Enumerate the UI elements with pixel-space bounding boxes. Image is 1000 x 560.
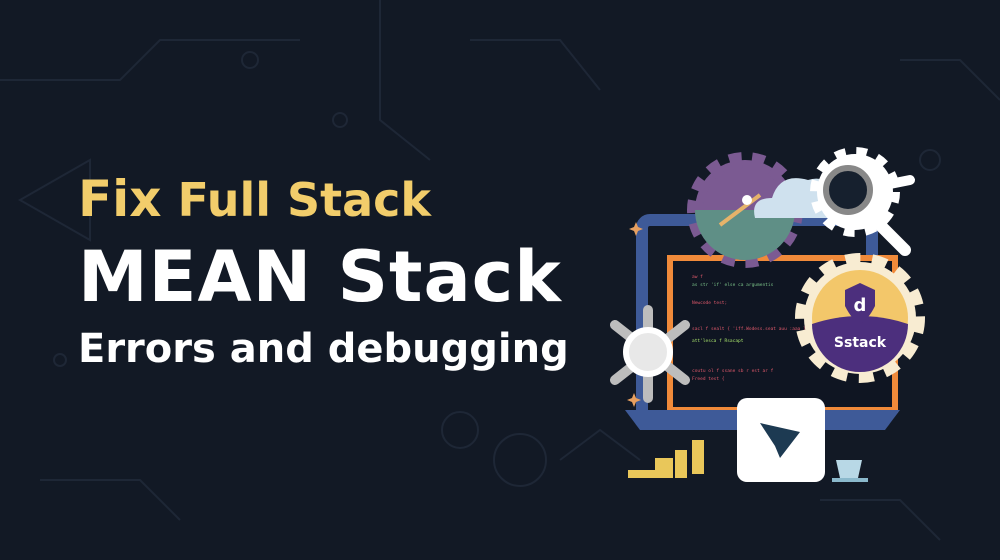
svg-text:sacl f sealt { 'iff.Wodess.sea: sacl f sealt { 'iff.Wodess.seat auu :aaa… xyxy=(692,326,806,332)
purple-gear-icon xyxy=(687,152,803,268)
svg-text:as str 'if' else ca argumentis: as str 'if' else ca argumentis xyxy=(692,282,774,288)
coffee-cup-icon xyxy=(832,460,868,482)
sstack-gear-badge: d Sstack xyxy=(795,253,925,383)
headline-line-1: Fix Full Stack xyxy=(78,170,431,228)
svg-text:att'lesca f Rsacapt: att'lesca f Rsacapt xyxy=(692,338,744,344)
svg-text:coutu ol f ssane sb r est ar f: coutu ol f ssane sb r est ar f xyxy=(692,368,774,374)
code-lines: aw f as str 'if' else ca argumentis Newc… xyxy=(692,274,806,382)
headline-line-2: MEAN Stack xyxy=(78,236,562,318)
debugging-illustration: aw f as str 'if' else ca argumentis Newc… xyxy=(610,147,925,482)
wrench-gear-icon xyxy=(610,305,690,403)
badge-label: Sstack xyxy=(834,335,887,351)
sparkle-icons xyxy=(627,222,643,407)
svg-text:aw f: aw f xyxy=(692,274,703,280)
svg-text:Newcode test;: Newcode test; xyxy=(692,300,727,306)
app-logo-tile xyxy=(737,398,825,482)
badge-letter: d xyxy=(854,295,867,316)
headline-line-3: Errors and debugging xyxy=(78,326,569,372)
magnifier-gear-icon xyxy=(810,147,915,256)
headline-fix: Fix xyxy=(78,170,162,228)
gold-bars-icon xyxy=(628,440,704,478)
svg-text:Freed test {: Freed test { xyxy=(692,376,725,382)
headline-full-stack: Full Stack xyxy=(161,173,432,227)
